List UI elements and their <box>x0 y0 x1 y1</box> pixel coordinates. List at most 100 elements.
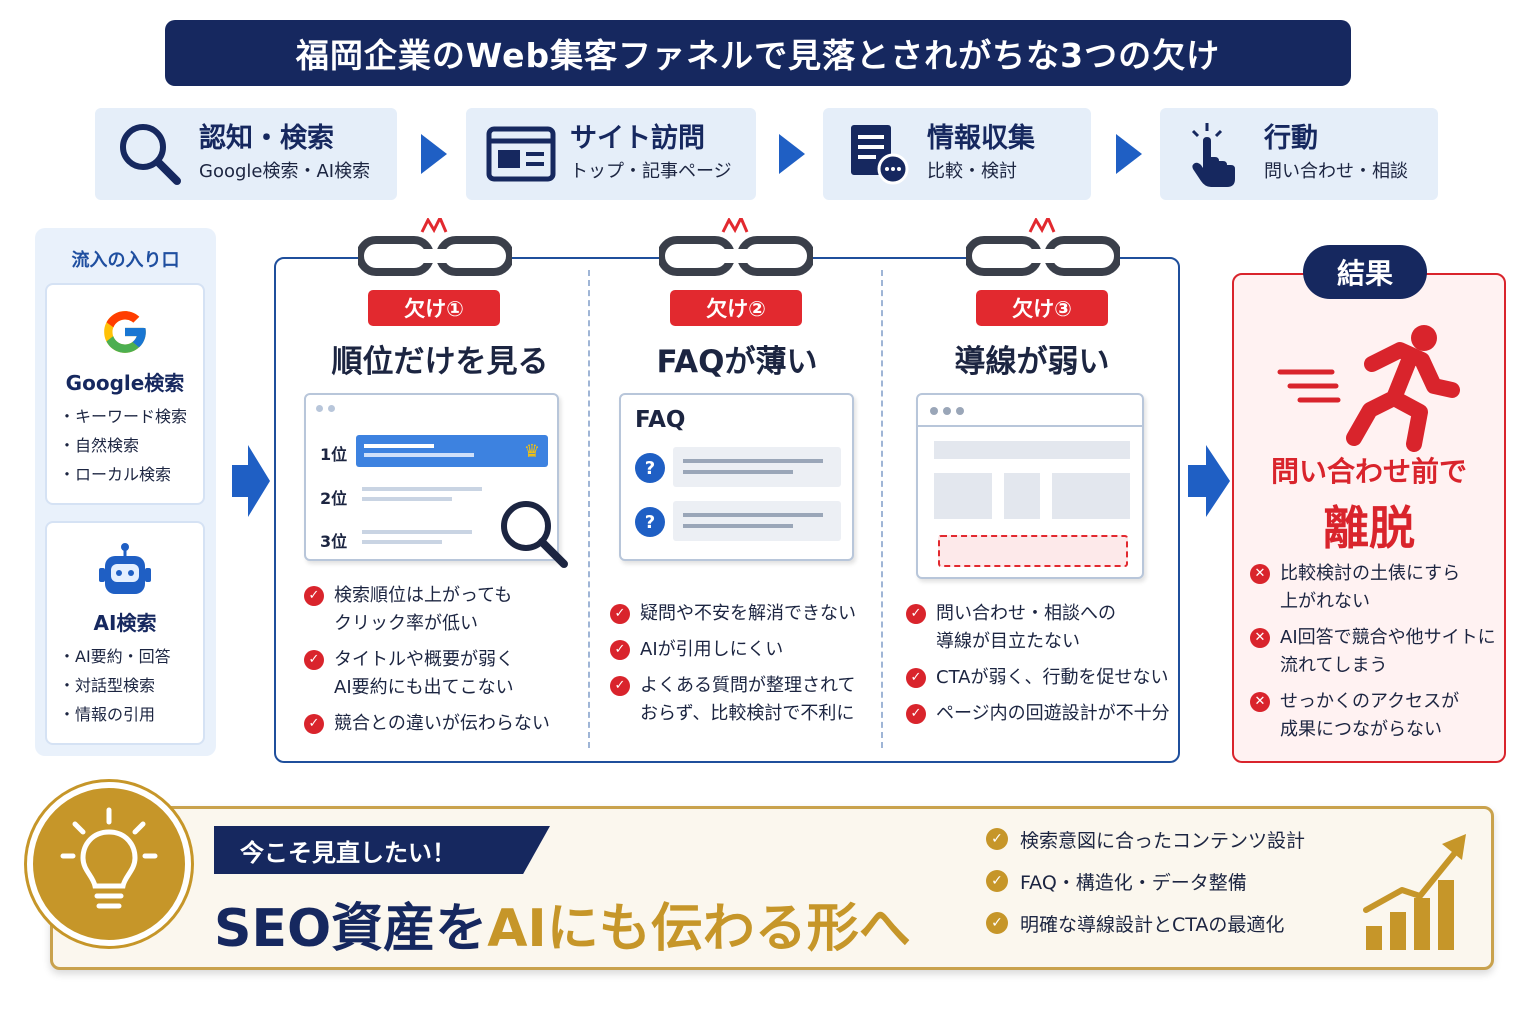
result-line1: 問い合わせ前で <box>1270 455 1467 488</box>
magnifier-icon <box>501 501 568 568</box>
source-item: ・AI要約・回答 <box>59 647 171 666</box>
slogan: SEO資産をAIにも伝わる形へ <box>214 886 911 961</box>
arrow-right-icon <box>1188 445 1230 517</box>
check-icon: ✓ <box>610 676 630 696</box>
gap-bullet: ✓タイトルや概要が弱く AI要約にも出てこない <box>304 646 576 702</box>
result-panel <box>1232 273 1506 763</box>
divider <box>588 270 590 748</box>
bottom-checks: ✓検索意図に合ったコンテンツ設計 ✓FAQ・構造化・データ整備 ✓明確な導線設計… <box>986 818 1366 944</box>
check-icon: ✓ <box>610 604 630 624</box>
funnel-step-title: 認知・検索 <box>199 123 334 154</box>
gap-tag: 欠け① <box>368 290 500 326</box>
result-line2: 離脱 <box>1323 501 1415 555</box>
gap-bullet: ✓検索順位は上がっても クリック率が低い <box>304 582 576 638</box>
running-person-icon <box>1277 325 1460 452</box>
gap-tag: 欠け③ <box>976 290 1108 326</box>
broken-chain-icon <box>966 218 1120 276</box>
top-result-bar: ♛ <box>356 435 548 467</box>
funnel-step-research: 情報収集 比較・検討 <box>823 108 1091 200</box>
bottom-check-item: ✓検索意図に合ったコンテンツ設計 <box>986 818 1366 860</box>
bottom-check-item: ✓明確な導線設計とCTAの最適化 <box>986 902 1366 944</box>
funnel-step-visit: サイト訪問 トップ・記事ページ <box>466 108 756 200</box>
gap-bullets: ✓問い合わせ・相談への 導線が目立たない ✓CTAが弱く、行動を促せない ✓ペー… <box>906 600 1176 728</box>
gap-bullets: ✓検索順位は上がっても クリック率が低い ✓タイトルや概要が弱く AI要約にも出… <box>304 582 576 738</box>
source-name: AI検索 <box>93 611 157 635</box>
funnel-step-action: 行動 問い合わせ・相談 <box>1160 108 1438 200</box>
gap-title: FAQが薄い <box>656 344 818 380</box>
divider <box>881 270 883 748</box>
gap-bullet: ✓よくある質問が整理されて おらず、比較検討で不利に <box>610 672 880 728</box>
x-icon: ✕ <box>1250 692 1270 712</box>
gap-tag: 欠け② <box>670 290 802 326</box>
result-badge: 結果 <box>1303 245 1427 299</box>
slogan-part-a: SEO資産を <box>214 899 488 959</box>
document-chat-icon <box>841 117 915 191</box>
gap-bullet: ✓ページ内の回遊設計が不十分 <box>906 700 1176 728</box>
x-icon: ✕ <box>1250 628 1270 648</box>
gap-bullet: ✓疑問や不安を解消できない <box>610 600 880 628</box>
ribbon-label: 今こそ見直したい！ <box>214 826 550 874</box>
rank-label: 3位 <box>320 532 348 551</box>
funnel-step-sub: 比較・検討 <box>927 161 1017 182</box>
result-bullet: ✕AI回答で競合や他サイトに 流れてしまう <box>1250 624 1502 680</box>
source-item: ・ローカル検索 <box>59 465 172 484</box>
gap-bullet: ✓問い合わせ・相談への 導線が目立たない <box>906 600 1176 656</box>
funnel-step-title: 情報収集 <box>927 123 1035 154</box>
arrow-right-icon <box>779 134 805 174</box>
crown-icon: ♛ <box>523 441 540 462</box>
question-icon: ? <box>635 507 665 537</box>
check-icon: ✓ <box>304 714 324 734</box>
gap-bullets: ✓疑問や不安を解消できない ✓AIが引用しにくい ✓よくある質問が整理されて お… <box>610 600 880 728</box>
result-bullets: ✕比較検討の土俵にすら 上がれない ✕AI回答で競合や他サイトに 流れてしまう … <box>1250 560 1502 744</box>
check-icon: ✓ <box>906 704 926 724</box>
browser-icon <box>484 117 558 191</box>
gap-bullet: ✓AIが引用しにくい <box>610 636 880 664</box>
rank-label: 2位 <box>320 489 348 508</box>
growth-chart-icon <box>1363 834 1466 950</box>
gap-bullet: ✓競合との違いが伝わらない <box>304 710 576 738</box>
funnel-step-awareness: 認知・検索 Google検索・AI検索 <box>95 108 397 200</box>
source-card-google: Google検索 ・キーワード検索 ・自然検索 ・ローカル検索 <box>45 283 205 505</box>
source-item: ・キーワード検索 <box>59 407 188 426</box>
check-icon: ✓ <box>906 604 926 624</box>
check-icon: ✓ <box>986 828 1008 850</box>
lightbulb-badge <box>27 782 191 946</box>
source-card-ai: AI検索 ・AI要約・回答 ・対話型検索 ・情報の引用 <box>45 521 205 745</box>
check-icon: ✓ <box>906 668 926 688</box>
broken-chain-icon <box>659 218 813 276</box>
funnel-step-sub: 問い合わせ・相談 <box>1264 161 1408 182</box>
question-icon: ? <box>635 453 665 483</box>
funnel-step-sub: Google検索・AI検索 <box>199 161 371 182</box>
faq-mockup: FAQ ? ? <box>619 393 854 561</box>
check-icon: ✓ <box>986 912 1008 934</box>
source-name: Google検索 <box>65 371 185 395</box>
source-item: ・情報の引用 <box>59 705 156 724</box>
page-title: 福岡企業のWeb集客ファネルで見落とされがちな3つの欠け <box>165 20 1351 86</box>
entry-panel-title: 流入の入り口 <box>71 250 180 271</box>
google-logo-icon <box>47 297 203 367</box>
webpage-mockup <box>916 393 1144 579</box>
source-item: ・対話型検索 <box>59 676 156 695</box>
gap-title: 順位だけを見る <box>331 344 549 380</box>
lightbulb-icon <box>60 807 158 909</box>
funnel-step-title: サイト訪問 <box>570 123 705 154</box>
arrow-right-icon <box>421 134 447 174</box>
search-icon <box>113 117 187 191</box>
broken-chain-icon <box>358 218 512 276</box>
result-bullet: ✕比較検討の土俵にすら 上がれない <box>1250 560 1502 616</box>
source-item: ・自然検索 <box>59 436 140 455</box>
hidden-cta-placeholder <box>938 535 1128 567</box>
rank-label: 1位 <box>320 445 348 464</box>
tap-hand-icon <box>1178 117 1252 191</box>
x-icon: ✕ <box>1250 564 1270 584</box>
arrow-right-icon <box>232 445 270 517</box>
funnel-step-sub: トップ・記事ページ <box>570 161 732 182</box>
slogan-part-b: AIにも伝わる形へ <box>487 899 911 959</box>
bottom-check-item: ✓FAQ・構造化・データ整備 <box>986 860 1366 902</box>
check-icon: ✓ <box>304 586 324 606</box>
gap-bullet: ✓CTAが弱く、行動を促せない <box>906 664 1176 692</box>
robot-icon <box>47 537 203 607</box>
result-bullet: ✕せっかくのアクセスが 成果につながらない <box>1250 688 1502 744</box>
check-icon: ✓ <box>986 870 1008 892</box>
gap-title: 導線が弱い <box>954 344 1110 380</box>
